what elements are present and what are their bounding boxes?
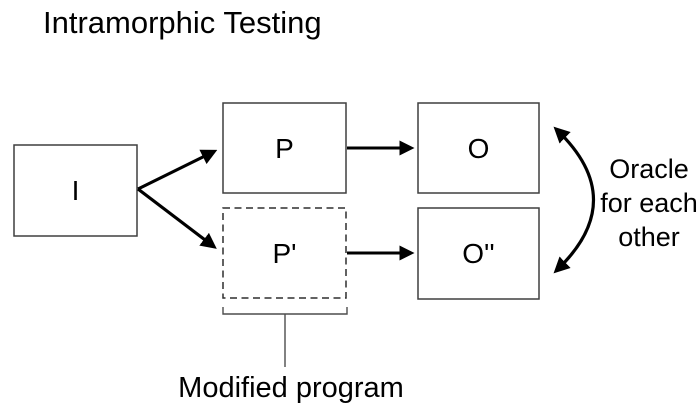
box-output-modified [417, 207, 540, 300]
arrow-input-to-program [137, 149, 218, 191]
modified-program-bracket [222, 307, 348, 315]
box-program-modified [222, 207, 347, 299]
box-output [417, 102, 540, 194]
box-output-label: O [468, 133, 490, 164]
box-output-modified-label: O'' [462, 238, 494, 269]
oracle-annotation-line2: for each [600, 188, 698, 218]
box-input [13, 144, 138, 237]
oracle-annotation-line1: Oracle [609, 154, 689, 184]
box-program [222, 102, 347, 194]
oracle-annotation: Oracle for each other [600, 154, 698, 252]
diagram-title: Intramorphic Testing [43, 5, 322, 40]
modified-program-caption: Modified program [178, 372, 404, 404]
box-input-label: I [72, 175, 80, 206]
arrow-oracle-for-each-other [553, 126, 596, 274]
box-program-modified-label: P' [272, 238, 296, 269]
box-program-label: P [275, 133, 294, 164]
arrow-input-to-program-modified [137, 187, 217, 249]
oracle-annotation-line3: other [618, 222, 680, 252]
